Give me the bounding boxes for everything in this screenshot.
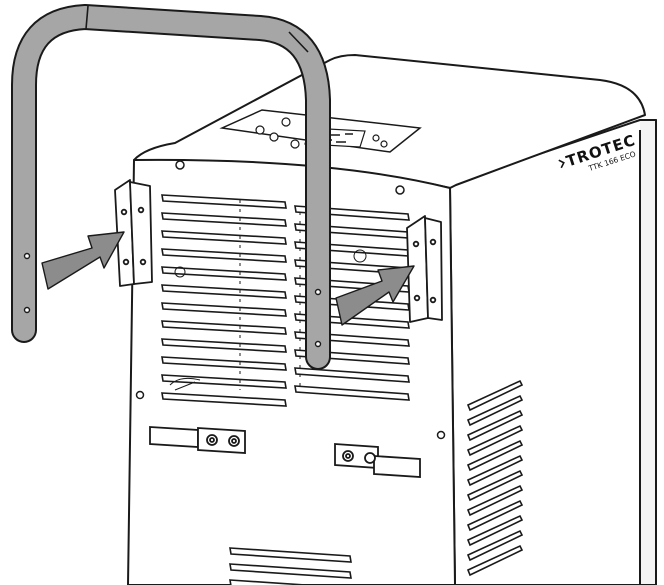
device-side-panel (449, 119, 657, 585)
cable-holder-left (149, 426, 246, 454)
panel-screws (135, 160, 446, 440)
insert-arrow-left (41, 231, 125, 290)
device-front-panel (127, 158, 456, 585)
mounting-bracket-right (406, 215, 443, 323)
cable-holder-right (334, 443, 421, 478)
air-grille-left (161, 194, 287, 407)
side-vents (466, 379, 524, 577)
grille-interior (169, 200, 367, 392)
air-grille-bottom (229, 547, 352, 585)
insert-arrow-right (335, 265, 415, 326)
brand-logo-icon (558, 159, 565, 169)
handle-tube (11, 4, 331, 370)
mounting-bracket-left (114, 179, 153, 287)
